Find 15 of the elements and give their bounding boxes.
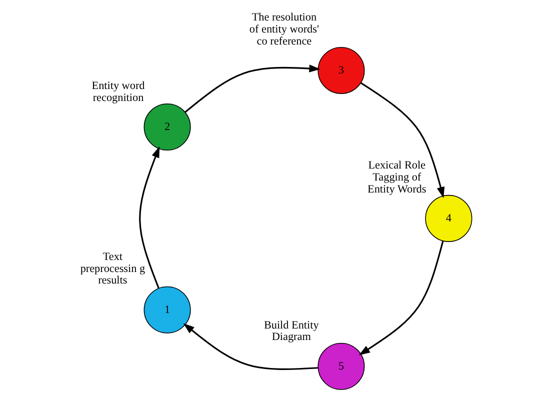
node-circle: 5 <box>318 342 365 390</box>
node-label: The resolution of entity words' co reference <box>249 11 319 48</box>
node-label: Entity word recognition <box>92 80 145 104</box>
arrow <box>184 64 320 113</box>
arrow <box>183 323 318 370</box>
node-label: Build Entity Diagram <box>264 319 319 344</box>
arrow <box>139 146 160 288</box>
node-circle: 4 <box>425 194 472 242</box>
node-label: Lexical Role Tagging of Entity Words <box>368 159 426 196</box>
arrow <box>358 240 444 356</box>
node-circle: 2 <box>144 104 191 151</box>
arrow <box>360 82 444 198</box>
node-circle: 1 <box>144 286 191 334</box>
node-circle: 3 <box>318 46 365 94</box>
node-label: Text preprocessin g results <box>80 250 146 287</box>
